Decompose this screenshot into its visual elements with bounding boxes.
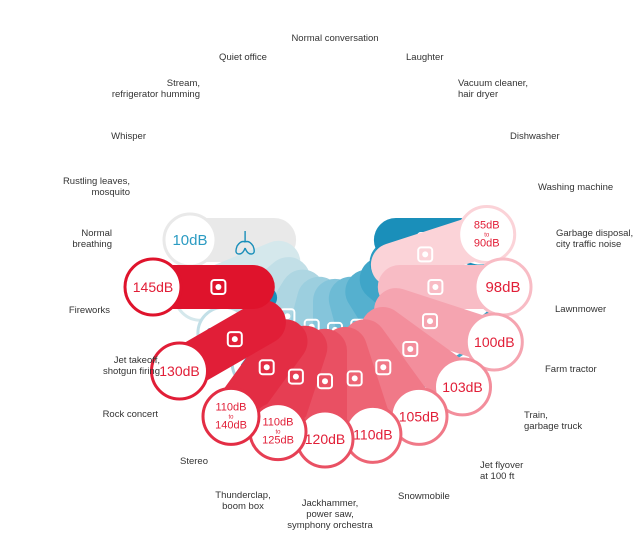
sound-label-loud-2: Train,garbage truck [524,410,583,432]
sound-label-quiet-6: Laughter [406,52,444,63]
lawnmower-icon [417,246,434,263]
sound-label-loud-0: Lawnmower [555,304,607,315]
sound-label-quiet-1: Rustling leaves,mosquito [62,176,130,198]
value-badge-loud-3 [433,357,492,417]
value-text: 120dB [305,431,345,447]
jackhammer-icon [346,370,363,387]
sound-label-quiet-3: Stream,refrigerator humming [111,78,200,100]
sound-label-quiet-9: Washing machine [538,182,614,193]
sound-label-quiet-5: Normal conversation [291,33,379,44]
sound-label-loud-10: Fireworks [68,305,110,316]
sound-label-loud-8: Rock concert [102,409,158,420]
tractor-icon [427,279,444,295]
value-badge-loud-2 [464,312,524,372]
sound-label-quiet-10: Garbage disposal,city traffic noise [556,228,634,250]
train-icon [422,313,438,330]
value-text: 10dB [172,232,207,249]
fireworks-icon [210,279,227,295]
value-badge-loud-10 [123,257,183,317]
value-text: 110dB [353,426,392,442]
sound-label-loud-9: Jet takeoff,shotgun firing [102,355,160,377]
snowmobile-icon [375,359,392,376]
sound-label-loud-1: Farm tractor [545,364,597,375]
sound-label-quiet-4: Quiet office [219,52,267,63]
value-text: 103dB [442,379,482,395]
sound-label-loud-5: Jackhammer,power saw,symphony orchestra [287,498,373,531]
value-text: 98dB [485,279,520,296]
jet-flyover-icon [402,341,419,357]
value-text: 130dB [159,363,199,379]
value-text: 100dB [474,334,514,350]
sound-label-quiet-8: Dishwasher [510,131,560,142]
lungs-icon [235,231,255,255]
value-badge-loud-8 [201,386,261,446]
guitar-icon [258,359,275,376]
sound-label-loud-7: Stereo [180,456,208,467]
value-badge-loud-9 [150,341,209,401]
value-text: 145dB [133,279,173,295]
sound-label-loud-6: Thunderclap,boom box [215,490,271,512]
thundercloud-icon [317,373,333,390]
value-text: 105dB [399,408,439,424]
airplane-takeoff-icon [226,331,243,348]
sound-label-quiet-2: Whisper [111,131,146,142]
sound-label-loud-4: Snowmobile [398,491,450,502]
sound-label-quiet-7: Vacuum cleaner,hair dryer [458,78,529,100]
speaker-icon [287,368,304,385]
